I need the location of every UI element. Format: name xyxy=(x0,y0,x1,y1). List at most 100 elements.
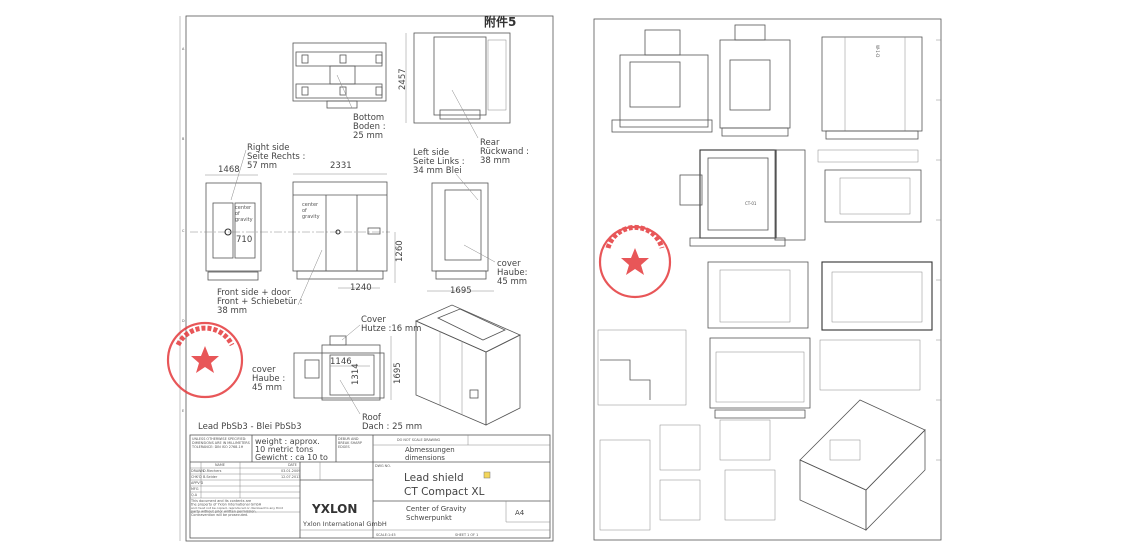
label-left-side-mm: 34 mm Blei xyxy=(413,166,462,176)
dim-cog-front: 1240 xyxy=(350,283,372,293)
label-cog: gravity xyxy=(302,214,320,220)
label-cover-left-mm: 45 mm xyxy=(252,383,282,393)
label-cog: center xyxy=(235,205,252,211)
annex-label: 附件5 xyxy=(484,14,516,29)
row-marker: E xyxy=(182,409,184,413)
label-bottom-mm: 25 mm xyxy=(353,131,383,141)
dim-width-right: 1468 xyxy=(218,165,240,175)
roof-view: 1146 1314 1695 Cover Hutze :16 mm cover … xyxy=(252,315,422,432)
label-rear-mm: 38 mm xyxy=(480,156,510,166)
left-drawing-sheet: A B C D E 附件5 Bottom Boden : 25 mm xyxy=(166,14,554,542)
copyright-note: the property of Yxlon International GmbH xyxy=(191,503,262,507)
title-de: Abmessungen xyxy=(405,446,455,454)
label-cover-mm: 45 mm xyxy=(497,277,527,287)
row-markers: A B C D E xyxy=(182,47,185,413)
label-right-side-mm: 57 mm xyxy=(247,161,277,171)
label-cover-left: cover xyxy=(252,365,276,375)
row-date: 12.07.2013 xyxy=(281,475,300,479)
dim-width-front: 2331 xyxy=(330,161,352,171)
dwg-no-label: DWG NO. xyxy=(375,464,391,468)
deburr-note: BREAK SHARP xyxy=(338,441,362,445)
label-w1d: W-1-D xyxy=(875,45,880,57)
label-left-side: Left side xyxy=(413,148,449,158)
label-right-side-de: Seite Rechts : xyxy=(247,152,305,162)
label-left-side-de: Seite Links : xyxy=(413,157,465,167)
label-ct01: CT-01 xyxy=(745,201,757,206)
row-marker: B xyxy=(182,137,185,141)
label-rear-de: Rückwand : xyxy=(480,147,529,157)
left-side-view: 1695 Left side Seite Links : 34 mm Blei … xyxy=(413,148,527,296)
isometric-view xyxy=(415,304,521,426)
right-side-view: 1468 Right side Seite Rechts : 57 mm cen… xyxy=(190,143,390,281)
front-view: 2331 center of gravity 1260 1240 Front s… xyxy=(217,161,405,316)
row-name: B.Seider xyxy=(203,475,218,479)
dim-cog-height: 1260 xyxy=(395,240,405,262)
label-cog: of xyxy=(302,208,307,214)
company-name: Yxlon International GmbH xyxy=(302,520,387,528)
rear-view: 2457 Rear Rückwand : 38 mm xyxy=(398,32,529,166)
label-right-side: Right side xyxy=(247,143,290,153)
deburr-note: EDGES xyxy=(338,445,350,449)
dim-cog-right: 710 xyxy=(236,235,252,245)
bottom-view: Bottom Boden : 25 mm xyxy=(292,42,387,141)
label-cog: center xyxy=(302,202,319,208)
drawing-lower-row: CT-01 xyxy=(597,201,926,531)
label-cover-left-de: Haube : xyxy=(252,374,285,384)
label-rear: Rear xyxy=(480,138,500,148)
label-roof-de: Dach : 25 mm xyxy=(362,422,422,432)
label-front: Front side + door xyxy=(217,288,291,298)
company-seal-left xyxy=(166,321,244,399)
label-bottom-de: Boden : xyxy=(353,122,386,132)
tolerance-note: TOLERANCE: DIN ISO 2768-1H xyxy=(191,445,244,449)
sheet-format: A4 xyxy=(515,509,525,517)
material-note: Lead PbSb3 - Blei PbSb3 xyxy=(198,422,302,432)
weight-line: weight : approx. xyxy=(255,437,320,446)
dim-roof-width: 1146 xyxy=(330,357,352,367)
subject-en: Center of Gravity xyxy=(406,505,466,513)
title-en: dimensions xyxy=(405,454,445,462)
row-role: CHK'D xyxy=(191,475,202,479)
row-role: MFG xyxy=(191,487,199,491)
sheet-border xyxy=(185,15,554,542)
row-role: DRAWN xyxy=(191,469,204,473)
drawing-top-row: W-1-D xyxy=(611,24,923,140)
row-marker: D xyxy=(182,319,185,323)
row-marker: A xyxy=(182,47,185,51)
label-cog: gravity xyxy=(235,217,253,223)
company-seal-right xyxy=(598,224,672,299)
row-role: APPV'D xyxy=(191,481,204,485)
label-front-de: Front + Schiebetür : xyxy=(217,297,302,307)
dim-depth-left: 1695 xyxy=(450,286,472,296)
deburr-note: DEBUR AND xyxy=(338,437,359,441)
dim-roof-height: 1314 xyxy=(351,363,361,385)
copyright-note: and must not be copied, reproduced or di… xyxy=(191,506,283,510)
drawing-middle-row xyxy=(679,149,933,331)
label-front-mm: 38 mm xyxy=(217,306,247,316)
scale-label: SCALE:1:45 xyxy=(376,533,396,537)
date-header: DATE xyxy=(288,463,297,467)
copyright-note: Contravention will be prosecuted. xyxy=(191,513,248,517)
note-icon xyxy=(483,471,491,479)
copyright-note: This document and its contents are xyxy=(190,499,251,503)
dim-height-rear: 2457 xyxy=(398,68,408,90)
label-cover-top-de: Hutze :16 mm xyxy=(361,324,421,334)
label-roof: Roof xyxy=(362,413,382,423)
row-name: D.Riechers xyxy=(203,469,222,473)
label-bottom: Bottom xyxy=(353,113,384,123)
row-marker: C xyxy=(182,229,185,233)
subject-de: Schwerpunkt xyxy=(406,514,452,522)
label-cover-de: Haube: xyxy=(497,268,527,278)
yxlon-logo: YXLON xyxy=(311,502,357,516)
approval-rows: DRAWN D.Riechers 03.01.2009 CHK'D B.Seid… xyxy=(191,469,300,497)
tolerance-note: DIMENSIONS ARE IN MILLIMETERS xyxy=(192,441,250,445)
title-block: UNLESS OTHERWISE SPECIFIED: DIMENSIONS A… xyxy=(189,434,551,539)
name-header: NAME xyxy=(215,463,225,467)
sheet-label: SHEET 1 OF 1 xyxy=(455,533,478,537)
row-role: Q.A xyxy=(191,493,198,497)
no-scale-note: DO NOT SCALE DRAWING xyxy=(397,438,441,442)
label-cog: of xyxy=(235,211,240,217)
row-date: 03.01.2009 xyxy=(281,469,300,473)
label-cover-top: Cover xyxy=(361,315,386,325)
dim-roof-depth: 1695 xyxy=(393,362,403,384)
